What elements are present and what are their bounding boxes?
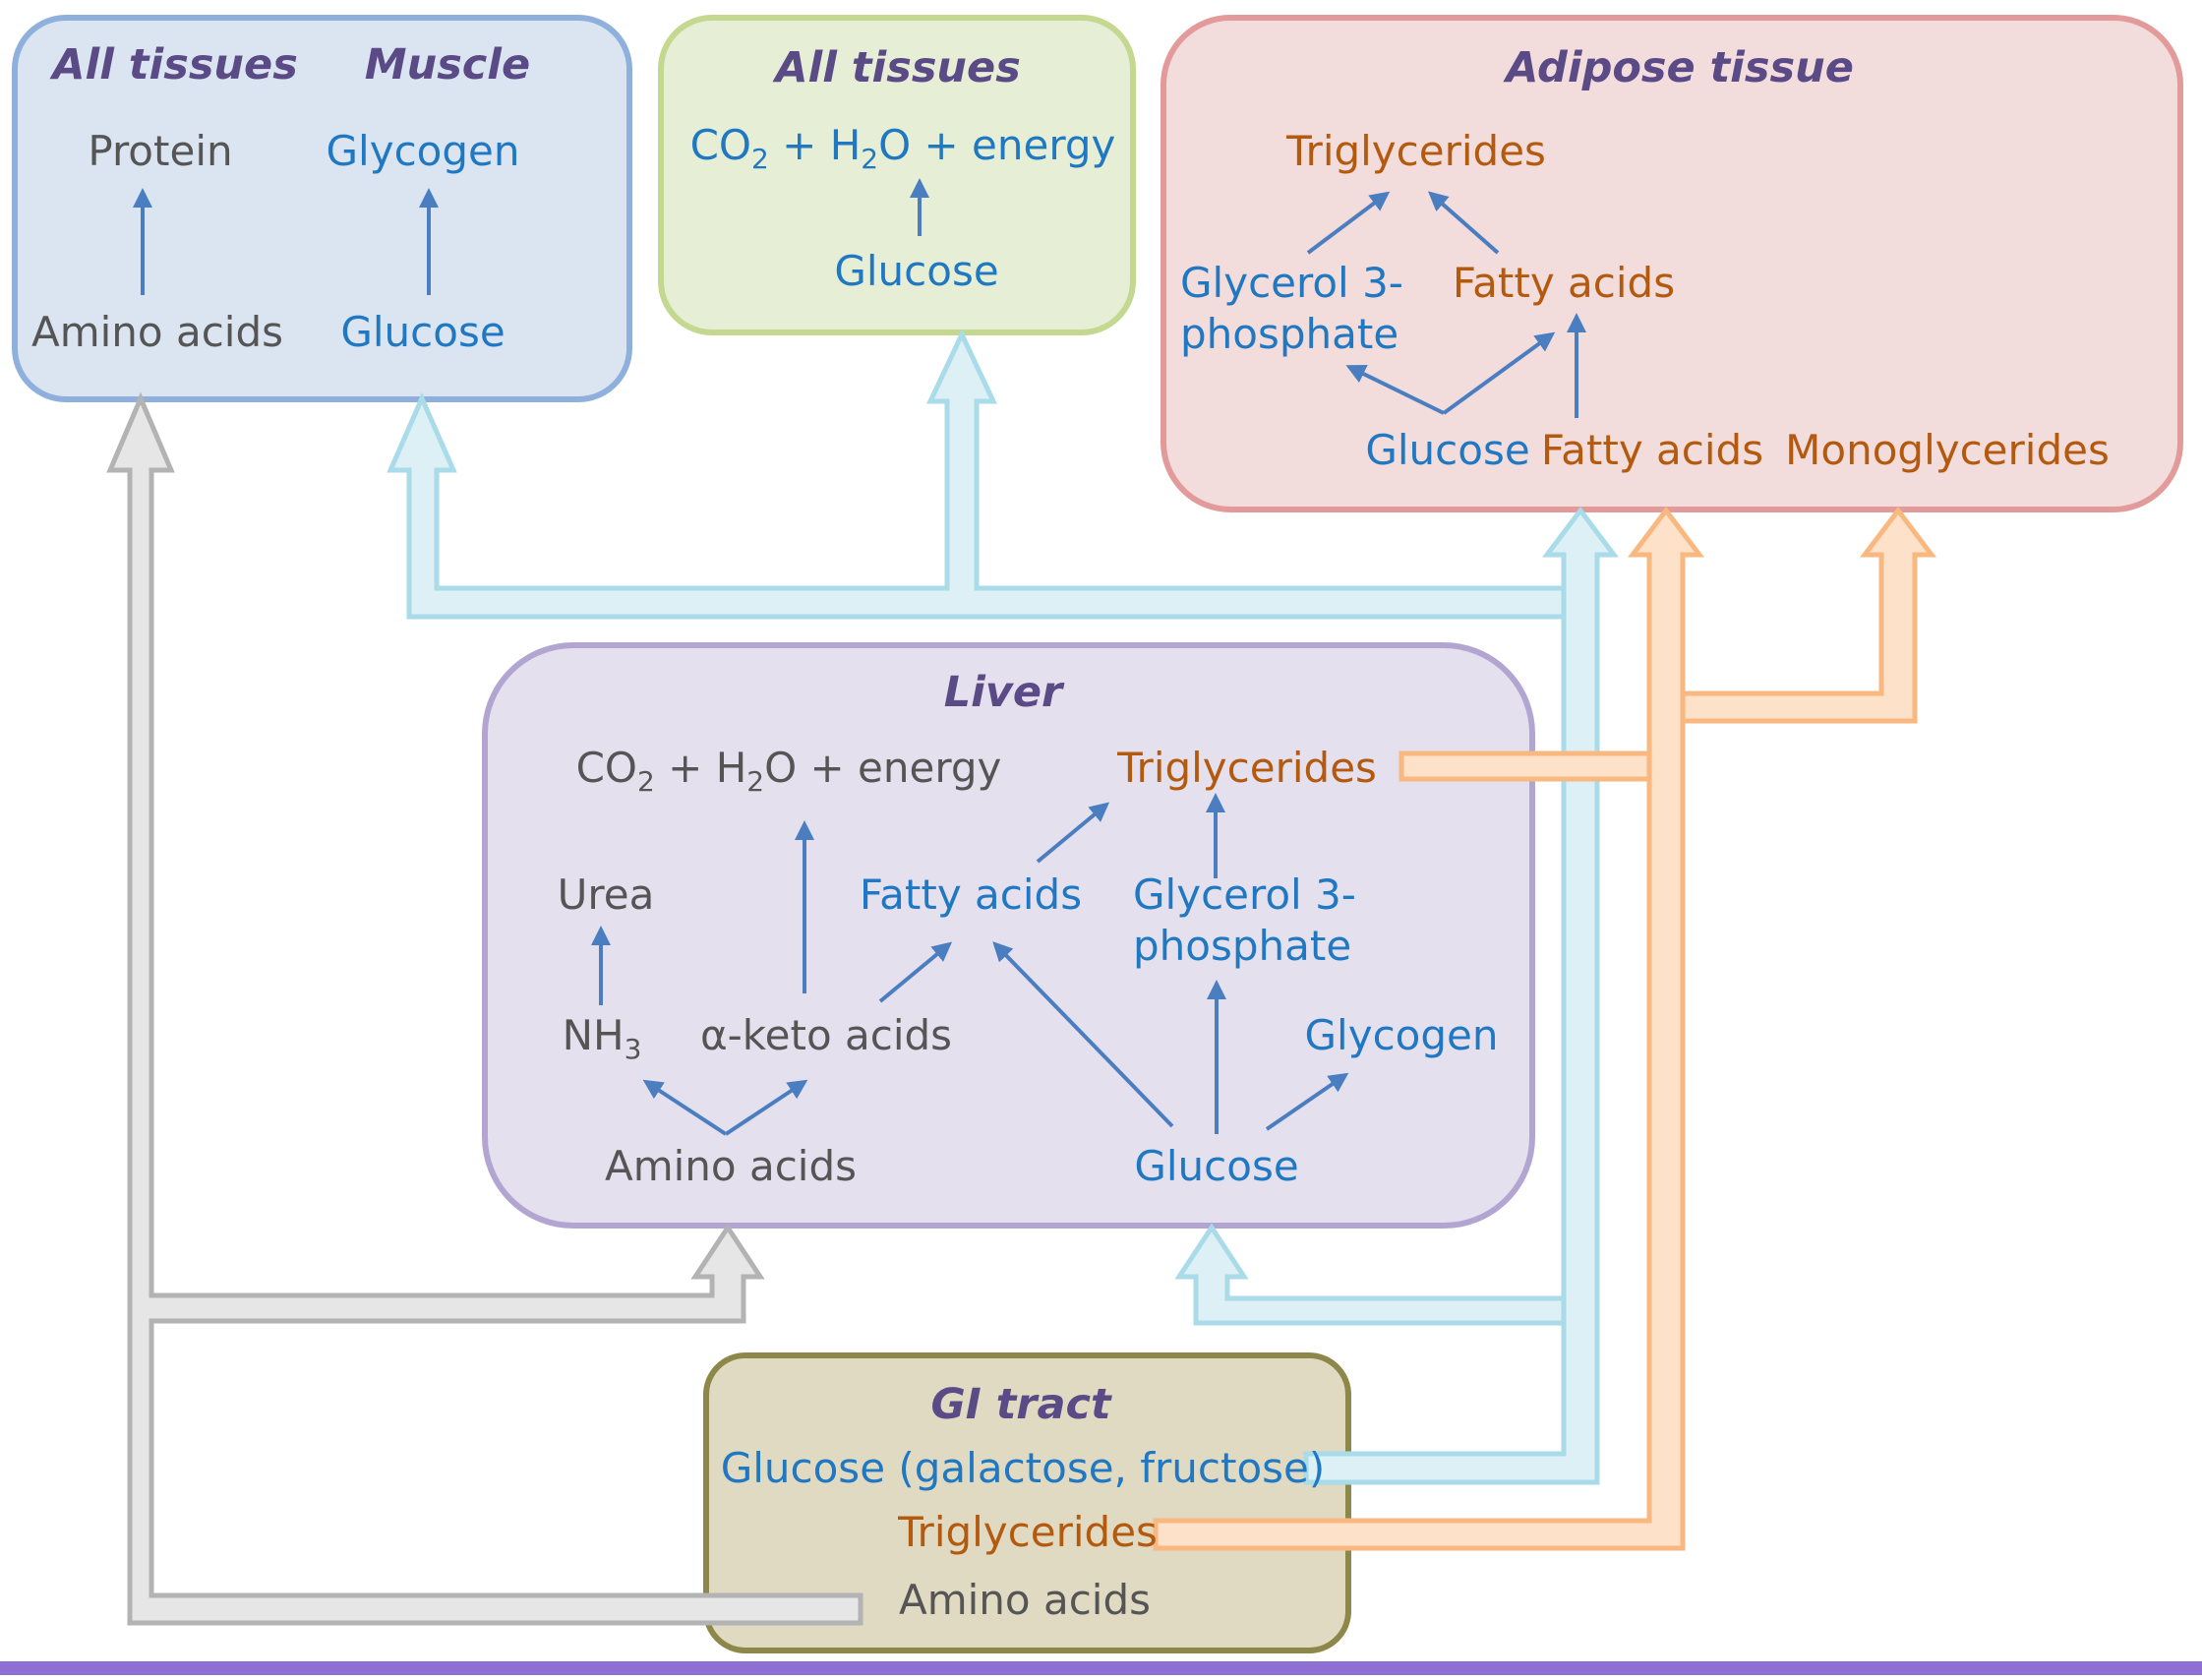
arrow-amino-to-nh3: [642, 1079, 728, 1136]
amino-acid-flow: [106, 391, 863, 1626]
liver-title: Liver: [944, 668, 1065, 717]
liver-triglycerides-label: Triglycerides: [1116, 744, 1377, 792]
nh3-label: NH3: [563, 1011, 642, 1065]
protein-label: Protein: [88, 127, 232, 175]
energy-glucose-label: Glucose: [834, 247, 998, 295]
muscle-title-all-tissues: All tissues: [49, 40, 298, 90]
energy-box: [658, 15, 1136, 335]
adipose-box: [1161, 15, 2183, 512]
arrow-fa-to-tg: [1428, 191, 1500, 255]
glucose-flow: [387, 329, 1620, 1485]
liver-co2-equation: CO2 + H2O + energy: [576, 744, 1002, 798]
adipose-title: Adipose tissue: [1503, 43, 1854, 92]
energy-title: All tissues: [772, 43, 1021, 92]
adipose-glycerol-label-line2: phosphate: [1180, 310, 1399, 358]
liver-glycogen-label: Glycogen: [1305, 1011, 1499, 1059]
liver-fatty-acids-label: Fatty acids: [860, 870, 1082, 919]
gi-tract-box: [703, 1352, 1351, 1653]
adipose-triglycerides-label: Triglycerides: [1285, 127, 1546, 175]
muscle-glycogen-label: Glycogen: [327, 127, 520, 175]
arrow-glucose-to-glycerol: [1345, 365, 1445, 415]
adipose-fatty-acids-top-label: Fatty acids: [1453, 259, 1675, 307]
adipose-glycerol-label-line1: Glycerol 3-: [1180, 259, 1403, 307]
adipose-glucose-label: Glucose: [1365, 426, 1529, 474]
adipose-fatty-acids-bottom-label: Fatty acids: [1541, 426, 1763, 474]
arrow-glucose-to-fa: [1442, 331, 1556, 415]
pathway-arrows: [133, 178, 1586, 1136]
gi-triglycerides-label: Triglycerides: [897, 1508, 1158, 1556]
footer-bar: [0, 1661, 2202, 1675]
adipose-monoglycerides-label: Monoglycerides: [1785, 426, 2110, 474]
arrow-keto-to-fa: [878, 941, 953, 1003]
arrow-amino-to-keto: [724, 1079, 808, 1136]
liver-box: [482, 642, 1535, 1229]
liver-glycerol-label-line2: phosphate: [1133, 922, 1351, 970]
keto-acids-label: α-keto acids: [700, 1011, 952, 1059]
arrow-glucose-to-fa-liver: [992, 941, 1174, 1128]
liver-amino-acids-label: Amino acids: [605, 1142, 857, 1190]
muscle-glucose-label: Glucose: [340, 308, 505, 356]
urea-label: Urea: [558, 870, 655, 919]
muscle-amino-acids-label: Amino acids: [31, 308, 283, 356]
gi-amino-acids-label: Amino acids: [899, 1576, 1151, 1624]
gi-title: GI tract: [930, 1380, 1112, 1429]
energy-co2-equation: CO2 + H2O + energy: [690, 121, 1116, 175]
muscle-title: Muscle: [365, 40, 530, 90]
gi-glucose-label: Glucose (galactose, fructose): [721, 1444, 1326, 1492]
arrow-glycerol-to-tg: [1306, 191, 1391, 255]
arrow-fa-to-tg-liver: [1036, 802, 1110, 864]
arrow-glucose-to-glycogen-liver: [1265, 1072, 1349, 1131]
liver-glucose-label: Glucose: [1134, 1142, 1298, 1190]
triglyceride-flow: [1153, 506, 1937, 1551]
muscle-box: [12, 15, 632, 402]
liver-glycerol-label-line1: Glycerol 3-: [1133, 870, 1356, 919]
